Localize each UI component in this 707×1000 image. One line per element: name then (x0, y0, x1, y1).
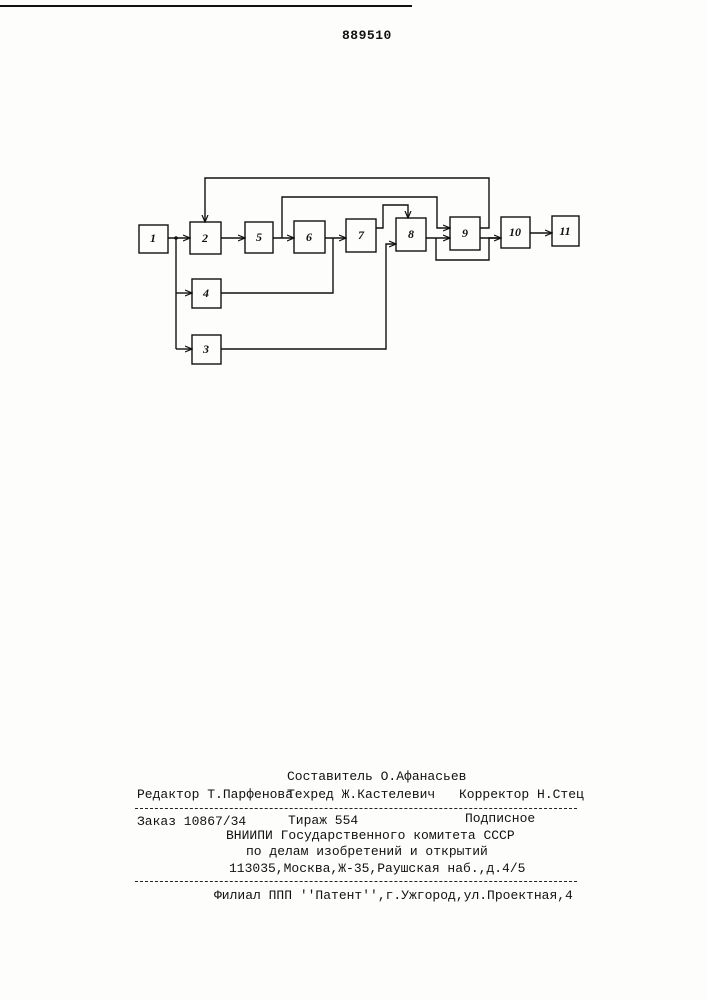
composer-line: Составитель О.Афанасьев (287, 769, 466, 784)
svg-text:3: 3 (202, 342, 209, 356)
subscription-line: Подписное (465, 811, 535, 826)
block-6: 6 (294, 221, 325, 253)
block-11: 11 (552, 216, 579, 246)
svg-text:10: 10 (509, 225, 521, 239)
block-9: 9 (450, 217, 480, 250)
block-4: 4 (192, 279, 221, 308)
wire-4-7 (221, 238, 333, 293)
block-10: 10 (501, 217, 530, 248)
svg-text:11: 11 (559, 224, 570, 238)
wire-9-bottom-loop (436, 238, 501, 260)
block-2: 2 (190, 222, 221, 254)
svg-text:2: 2 (201, 231, 208, 245)
junction-dot (174, 236, 178, 240)
svg-text:7: 7 (358, 228, 365, 242)
address-line: 113035,Москва,Ж-35,Раушская наб.,д.4/5 (229, 861, 525, 876)
block-8: 8 (396, 218, 426, 251)
wire-9-feedback (205, 178, 489, 228)
wire-3-8 (221, 244, 396, 349)
block-7: 7 (346, 219, 376, 252)
wire-7-8-top (376, 205, 408, 228)
svg-text:9: 9 (462, 226, 468, 240)
svg-text:8: 8 (408, 227, 414, 241)
connections (168, 178, 552, 349)
org-line-2: по делам изобретений и открытий (246, 844, 488, 859)
editor-line: Редактор Т.Парфенова (137, 787, 293, 802)
circulation-line: Тираж 554 (288, 813, 358, 828)
block-5: 5 (245, 222, 273, 253)
order-line: Заказ 10867/34 (137, 814, 246, 829)
block-1: 1 (139, 225, 168, 253)
corrector-line: Корректор Н.Стец (459, 787, 584, 802)
branch-line: Филиал ППП ''Патент'',г.Ужгород,ул.Проек… (214, 888, 573, 903)
divider-2 (135, 881, 577, 882)
block-3: 3 (192, 335, 221, 364)
divider-1 (135, 808, 577, 809)
techred-line: Техред Ж.Кастелевич (287, 787, 435, 802)
svg-text:1: 1 (150, 231, 156, 245)
svg-text:4: 4 (202, 286, 209, 300)
svg-text:6: 6 (306, 230, 312, 244)
org-line-1: ВНИИПИ Государственного комитета СССР (226, 828, 515, 843)
svg-text:5: 5 (256, 230, 262, 244)
